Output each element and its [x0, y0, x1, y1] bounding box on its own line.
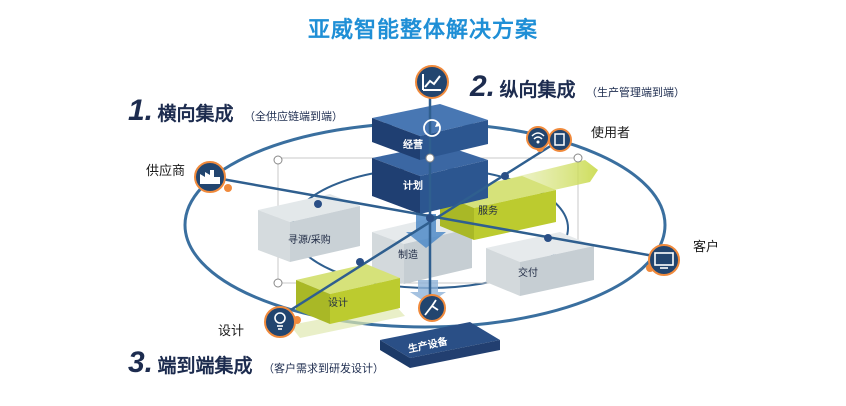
node-label-design: 设计 [218, 323, 245, 338]
lightbulb-icon [264, 306, 296, 338]
factory-icon [194, 161, 226, 193]
chart-icon [415, 65, 449, 99]
block-label-service: 服务 [478, 204, 498, 217]
block-design [296, 264, 400, 324]
heading-number: 2. [470, 70, 496, 103]
heading-number: 1. [128, 94, 154, 127]
handle-dot [425, 153, 435, 163]
handle-dot [273, 278, 283, 288]
heading-horizontal-integration: 1. 横向集成 （全供应链端到端） [128, 94, 343, 128]
node-label-user: 使用者 [591, 125, 631, 140]
block-label-sourcing: 寻源/采购 [288, 233, 331, 246]
diagonal-axis [277, 138, 561, 320]
heading-main: 横向集成 [157, 104, 234, 125]
wifi-icon [526, 126, 550, 150]
heading-end-to-end-integration: 3. 端到端集成 （客户需求到研发设计） [128, 346, 384, 380]
monitor-icon [648, 244, 680, 276]
block-label-planning: 计划 [403, 179, 423, 192]
junction-dot [501, 172, 509, 180]
handle-dot [273, 155, 283, 165]
block-equipment [380, 322, 500, 368]
heading-vertical-integration: 2. 纵向集成 （生产管理端到端） [470, 70, 685, 104]
node-label-supplier: 供应商 [146, 163, 186, 178]
block-label-manufacturing: 制造 [398, 248, 418, 261]
block-sourcing [258, 194, 360, 262]
page-title: 亚威智能整体解决方案 [307, 17, 538, 42]
heading-sub: （客户需求到研发设计） [262, 363, 384, 375]
down-arrow [406, 214, 446, 248]
refresh-icon [423, 119, 441, 137]
junction-dot [356, 258, 364, 266]
heading-sub: （全供应链端到端） [243, 111, 343, 123]
junction-dot [314, 200, 322, 208]
heading-sub: （生产管理端到端） [585, 87, 685, 99]
horizontal-axis [204, 174, 666, 260]
heading-main: 纵向集成 [499, 80, 576, 101]
junction-dot [544, 234, 552, 242]
block-label-design: 设计 [328, 296, 348, 309]
heading-number: 3. [128, 346, 154, 379]
junction-dot [426, 214, 434, 222]
device-icon [548, 128, 572, 152]
heading-main: 端到端集成 [157, 356, 253, 377]
connector-dot [224, 184, 232, 192]
block-planning [372, 144, 488, 214]
block-label-operation: 经营 [403, 138, 423, 151]
block-label-delivery: 交付 [518, 266, 538, 279]
node-label-customer: 客户 [693, 239, 720, 254]
handle-dot [573, 153, 583, 163]
robot-arm-icon [418, 294, 446, 322]
